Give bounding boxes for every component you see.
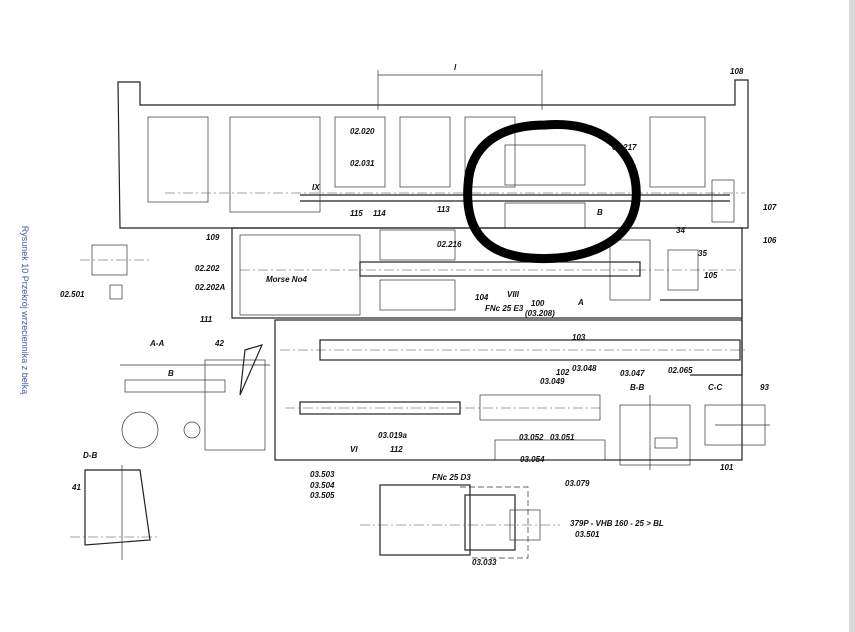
part-label: 102 [556, 368, 570, 377]
part-label: 111 [200, 315, 213, 324]
part-label: 113 [437, 205, 450, 214]
section-title: C-C [708, 383, 722, 392]
section-d-b [70, 465, 160, 560]
part-label: FNc 25 E3 [485, 304, 524, 313]
part-label: 93 [760, 383, 769, 392]
part-label: 02.216 [437, 240, 462, 249]
part-label: B [168, 369, 174, 378]
part-label: 42 [214, 339, 224, 348]
part-label: 02.202 [195, 264, 220, 273]
section-b-b [619, 395, 691, 470]
part-label: 109 [206, 233, 220, 242]
part-label: 02.202A [195, 283, 225, 292]
part-label: 02.501 [60, 290, 85, 299]
part-label: 108 [730, 67, 744, 76]
part-label: 114 [373, 209, 386, 218]
section-c-c [704, 404, 770, 446]
part-label: 03.504 [310, 481, 335, 490]
part-label: 105 [704, 271, 718, 280]
part-label: 41 [71, 483, 81, 492]
part-label: 115 [350, 209, 363, 218]
part-label: VI [350, 445, 358, 454]
dimension-label: l [454, 63, 457, 72]
part-label: FNc 25 D3 [432, 473, 471, 482]
section-title: A-A [149, 339, 164, 348]
part-label: A [577, 298, 584, 307]
part-label: 104 [475, 293, 489, 302]
part-label: 112 [390, 445, 403, 454]
beam-housing [117, 79, 749, 229]
part-label: 103 [572, 333, 586, 342]
part-label: 03.501 [575, 530, 600, 539]
part-label: 03.049 [540, 377, 565, 386]
highlight-circle [463, 119, 641, 264]
part-label: VIII [507, 290, 520, 299]
part-label: 101 [720, 463, 734, 472]
section-title: D-B [83, 451, 97, 460]
part-label: 100 [531, 299, 545, 308]
part-label: 107 [763, 203, 777, 212]
part-label: IX [312, 183, 320, 192]
part-label: 379P - VHB 160 - 25 > BL [570, 519, 664, 528]
part-label: 106 [763, 236, 777, 245]
part-label: 03.505 [310, 491, 335, 500]
part-label: 03.033 [472, 558, 497, 567]
part-label: 03.047 [620, 369, 645, 378]
part-label: 03.048 [572, 364, 597, 373]
headstock-section [231, 227, 745, 461]
part-label: B [597, 208, 603, 217]
part-label: 02.020 [350, 127, 375, 136]
part-label: 02.217 [612, 143, 637, 152]
taper-label: Morse No4 [266, 275, 307, 284]
dimension-l [377, 70, 543, 110]
section-title: B-B [630, 383, 644, 392]
detail-02501 [80, 244, 150, 300]
part-label: 03.051 [550, 433, 575, 442]
part-label: 03.079 [565, 479, 590, 488]
part-label: (03.208) [525, 309, 555, 318]
part-label: 03.503 [310, 470, 335, 479]
part-label: 02.031 [350, 159, 375, 168]
part-label: 34 [676, 226, 685, 235]
part-label: 03.054 [520, 455, 545, 464]
part-label: 02.065 [668, 366, 693, 375]
detail-fnc25d3 [360, 484, 560, 559]
section-a-a [120, 344, 270, 451]
part-label: 03.052 [519, 433, 544, 442]
part-label: 03.019a [378, 431, 407, 440]
part-label: 35 [698, 249, 707, 258]
page-edge [849, 0, 855, 632]
